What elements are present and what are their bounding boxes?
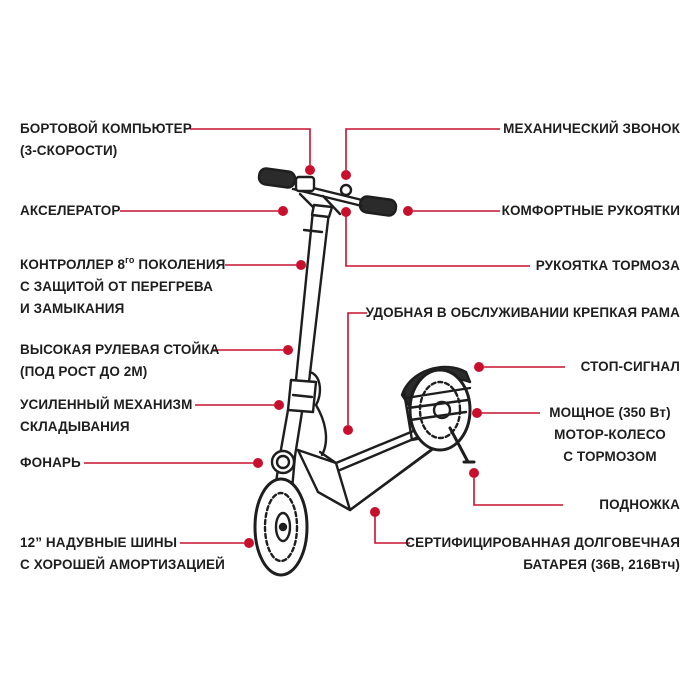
label-controller-line1-a: КОНТРОЛЛЕР 8 <box>20 257 126 272</box>
rear-wheel <box>400 365 472 452</box>
dot-controller <box>296 260 306 270</box>
label-bell: МЕХАНИЧЕСКИЙ ЗВОНОК <box>503 118 680 140</box>
label-controller: КОНТРОЛЛЕР 8го ПОКОЛЕНИЯ С ЗАЩИТОЙ ОТ ПЕ… <box>20 254 225 320</box>
label-grips: КОМФОРТНЫЕ РУКОЯТКИ <box>502 200 680 222</box>
label-folding-mechanism-line1: УСИЛЕННЫЙ МЕХАНИЗМ <box>20 397 193 412</box>
leader-battery <box>374 510 410 544</box>
label-battery: СЕРТИФИЦИРОВАННАЯ ДОЛГОВЕЧНАЯ БАТАРЕЯ (3… <box>405 532 680 576</box>
label-headlight: ФОНАРЬ <box>20 452 81 474</box>
label-controller-line1: КОНТРОЛЛЕР 8го ПОКОЛЕНИЯ <box>20 254 225 276</box>
label-controller-line1-b: ПОКОЛЕНИЯ <box>134 257 226 272</box>
label-accelerator: АКСЕЛЕРАТОР <box>20 200 120 222</box>
leader-brake <box>345 215 530 267</box>
dot-stem <box>283 345 293 355</box>
label-battery-line2: БАТАРЕЯ (36В, 216Втч) <box>523 557 680 572</box>
label-tires-line2: С ХОРОШЕЙ АМОРТИЗАЦИЕЙ <box>20 557 225 572</box>
label-brake-lever: РУКОЯТКА ТОРМОЗА <box>536 255 680 277</box>
label-steering-stem-line1: ВЫСОКАЯ РУЛЕВАЯ СТОЙКА <box>20 342 220 357</box>
dot-tires <box>244 538 254 548</box>
label-frame-line1: УДОБНАЯ В ОБСЛУЖИВАНИИ КРЕПКАЯ РАМА <box>365 305 680 320</box>
dot-stoplight <box>474 362 484 372</box>
label-onboard-computer-line2: (3-СКОРОСТИ) <box>20 143 118 158</box>
label-steering-stem: ВЫСОКАЯ РУЛЕВАЯ СТОЙКА (ПОД РОСТ ДО 2М) <box>20 339 220 383</box>
dot-kickstand <box>469 468 479 478</box>
label-kickstand-line1: ПОДНОЖКА <box>599 497 680 512</box>
label-tires-line1: 12” НАДУВНЫЕ ШИНЫ <box>20 535 178 550</box>
label-battery-line1: СЕРТИФИЦИРОВАННАЯ ДОЛГОВЕЧНАЯ <box>405 535 680 550</box>
label-frame: УДОБНАЯ В ОБСЛУЖИВАНИИ КРЕПКАЯ РАМА <box>366 302 680 324</box>
label-brake-lever-line1: РУКОЯТКА ТОРМОЗА <box>535 258 680 273</box>
label-bell-line1: МЕХАНИЧЕСКИЙ ЗВОНОК <box>503 121 680 136</box>
label-stop-light: СТОП-СИГНАЛ <box>581 356 680 378</box>
dot-grips <box>403 206 413 216</box>
label-stop-light-line1: СТОП-СИГНАЛ <box>580 359 680 374</box>
label-grips-line1: КОМФОРТНЫЕ РУКОЯТКИ <box>501 203 680 218</box>
dot-battery <box>370 507 380 517</box>
label-tires: 12” НАДУВНЫЕ ШИНЫ С ХОРОШЕЙ АМОРТИЗАЦИЕЙ <box>20 532 225 576</box>
dot-motor <box>472 408 482 418</box>
dot-accelerator <box>278 206 288 216</box>
dot-folding <box>274 400 284 410</box>
dot-frame <box>343 425 353 435</box>
label-motor-wheel-line2: МОТОР-КОЛЕСО <box>554 427 666 442</box>
label-onboard-computer-line1: БОРТОВОЙ КОМПЬЮТЕР <box>20 121 192 136</box>
dot-brake <box>341 207 351 217</box>
leader-computer <box>190 128 311 165</box>
callout-leaders <box>84 128 565 544</box>
front-wheel <box>253 477 309 577</box>
label-controller-line3: И ЗАМЫКАНИЯ <box>20 301 125 316</box>
label-folding-mechanism: УСИЛЕННЫЙ МЕХАНИЗМ СКЛАДЫВАНИЯ <box>20 394 192 438</box>
label-motor-wheel: МОЩНОЕ (350 Вт) МОТОР-КОЛЕСО С ТОРМОЗОМ <box>540 402 680 468</box>
label-controller-line2: С ЗАЩИТОЙ ОТ ПЕРЕГРЕВА <box>20 279 213 294</box>
label-headlight-line1: ФОНАРЬ <box>20 455 81 470</box>
dot-headlight <box>253 458 263 468</box>
leader-frame <box>347 312 367 425</box>
scooter-illustration <box>253 167 476 577</box>
label-folding-mechanism-line2: СКЛАДЫВАНИЯ <box>20 419 130 434</box>
folding-mechanism <box>286 370 328 457</box>
label-controller-line1-sup: го <box>125 255 135 265</box>
label-onboard-computer: БОРТОВОЙ КОМПЬЮТЕР (3-СКОРОСТИ) <box>20 118 192 162</box>
callout-dots <box>244 165 484 548</box>
kickstand <box>448 426 476 464</box>
label-steering-stem-line2: (ПОД РОСТ ДО 2М) <box>20 364 148 379</box>
label-motor-wheel-line1: МОЩНОЕ (350 Вт) <box>549 405 671 420</box>
leader-bell <box>345 128 500 170</box>
label-accelerator-line1: АКСЕЛЕРАТОР <box>20 203 121 218</box>
handlebar <box>257 167 398 217</box>
label-kickstand: ПОДНОЖКА <box>599 494 680 516</box>
dot-computer <box>305 165 315 175</box>
steering-stem <box>294 203 334 384</box>
label-motor-wheel-line3: С ТОРМОЗОМ <box>563 449 657 464</box>
dot-bell <box>341 170 351 180</box>
leader-kickstand <box>473 478 563 506</box>
